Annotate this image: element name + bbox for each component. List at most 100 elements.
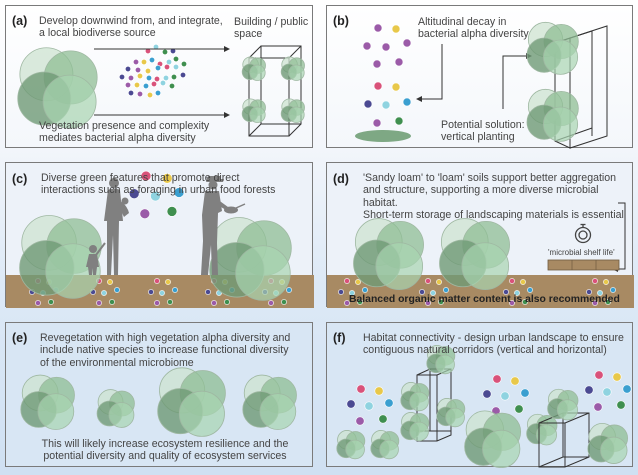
microbe-dot (602, 387, 612, 397)
microbe-dot (134, 82, 141, 89)
microbe-dot (492, 374, 502, 384)
tree-cluster (20, 374, 75, 430)
tree-cluster-roof (547, 388, 579, 421)
microbe-dot (153, 43, 160, 50)
canopy-circle (409, 421, 429, 442)
microbe-dot (593, 402, 603, 412)
microbe-dot (101, 290, 107, 296)
microbe-dot (381, 100, 391, 110)
microbe-dot (603, 279, 609, 285)
microbe-dot (597, 290, 603, 296)
microbe-dot (107, 279, 113, 285)
tree-cluster (336, 430, 366, 460)
microbe-dot (133, 58, 140, 65)
microbe-dot (171, 74, 178, 81)
panel-b-graphic (355, 21, 608, 149)
microbe-dot (584, 385, 594, 395)
panel-b-text-top: Altitudinal decay in bacterial alpha div… (418, 16, 529, 41)
microbe-dot (119, 74, 126, 81)
microbe-dot (592, 300, 598, 306)
microbe-dot (355, 416, 365, 426)
canopy-circle (178, 390, 225, 437)
microbe-dot (384, 398, 394, 408)
microbe-dot (612, 372, 622, 382)
microbe-dot (286, 287, 292, 293)
storage-pallet (547, 259, 620, 271)
microbe-dot (443, 287, 449, 293)
microbe-dot (161, 173, 173, 184)
panel-c: (c) Diverse green features that promote … (5, 162, 314, 308)
tree-cluster (370, 430, 400, 460)
tree-cluster (157, 367, 226, 437)
microbe-dot (402, 38, 412, 48)
microbe-dot (394, 116, 404, 126)
gardener-silhouette-icon (201, 176, 246, 275)
canopy-circle (249, 106, 266, 123)
microbe-dot (425, 300, 431, 306)
microbe-dot (128, 75, 135, 82)
microbe-dot (180, 72, 187, 79)
microbe-dot (146, 75, 153, 82)
microbe-dot (522, 299, 528, 305)
microbe-dot (391, 24, 401, 34)
panel-label: (e) (12, 331, 28, 345)
tree-cluster (353, 218, 424, 290)
child-silhouette-icon (86, 242, 106, 275)
microbe-dot (114, 287, 120, 293)
microbe-dot (391, 82, 401, 92)
tree-cluster-building (241, 56, 266, 81)
microbe-dot (155, 90, 162, 97)
canopy-circle (259, 393, 297, 430)
panel-f: (f) Habitat connectivity - design urban … (326, 322, 633, 468)
microbe-dot (166, 58, 173, 65)
microbe-dot (520, 388, 530, 398)
canopy-circle (42, 74, 97, 129)
canopy-circle (409, 391, 429, 412)
canopy-circle (288, 64, 305, 81)
microbe-dot (172, 287, 178, 293)
microbe-dot (372, 59, 382, 69)
panel-f-text: Habitat connectivity - design urban land… (363, 332, 624, 357)
microbe-dot (154, 300, 160, 306)
tree-cluster-roof (426, 345, 456, 375)
microbe-dot (402, 97, 412, 107)
microbe-dot (181, 60, 188, 67)
canopy-circle (345, 439, 365, 460)
panel-c-text: Diverse green features that promote dire… (41, 172, 276, 197)
microbe-dot (394, 57, 404, 67)
microbe-dot (616, 400, 626, 410)
canopy-circle (542, 39, 579, 75)
microbe-dot (151, 81, 158, 88)
microbe-dot (163, 75, 170, 82)
tree-cluster-building (241, 98, 266, 123)
microbe-dot (162, 48, 169, 55)
shelf-life-label: 'microbial shelf life' (548, 248, 615, 257)
microbe-dot (362, 287, 368, 293)
panel-a-text-bottom: Vegetation presence and complexity media… (39, 120, 210, 145)
panel-c-graphic (6, 170, 314, 308)
tree-cluster (242, 374, 297, 430)
microbe-dot (520, 279, 526, 285)
arrow-bottom-head (224, 112, 230, 118)
panel-e-text-top: Revegetation with high vegetation alpha … (40, 332, 291, 369)
microbe-dot (346, 399, 356, 409)
microbe-dot (374, 386, 384, 396)
microbe-dot (344, 278, 350, 284)
tree-cluster-wall (400, 412, 430, 442)
microbe-cloud (119, 43, 188, 99)
canopy-circle (535, 424, 557, 446)
microbe-dot (514, 290, 520, 296)
microbe-dot (109, 299, 115, 305)
soil-microbes (338, 278, 616, 306)
panel-d-graphic (327, 202, 634, 308)
panel-d: (d) 'Sandy loam' to 'loam' soils support… (326, 162, 634, 308)
microbe-dot (355, 279, 361, 285)
microbe-dot (514, 404, 524, 414)
canopy-circle (461, 242, 510, 290)
arrow-decay-head (416, 96, 422, 102)
microbe-dot (128, 90, 135, 97)
microbe-dot (527, 287, 533, 293)
microbe-dot (425, 278, 431, 284)
panel-e-graphic (20, 367, 297, 437)
canopy-circle (249, 64, 266, 81)
